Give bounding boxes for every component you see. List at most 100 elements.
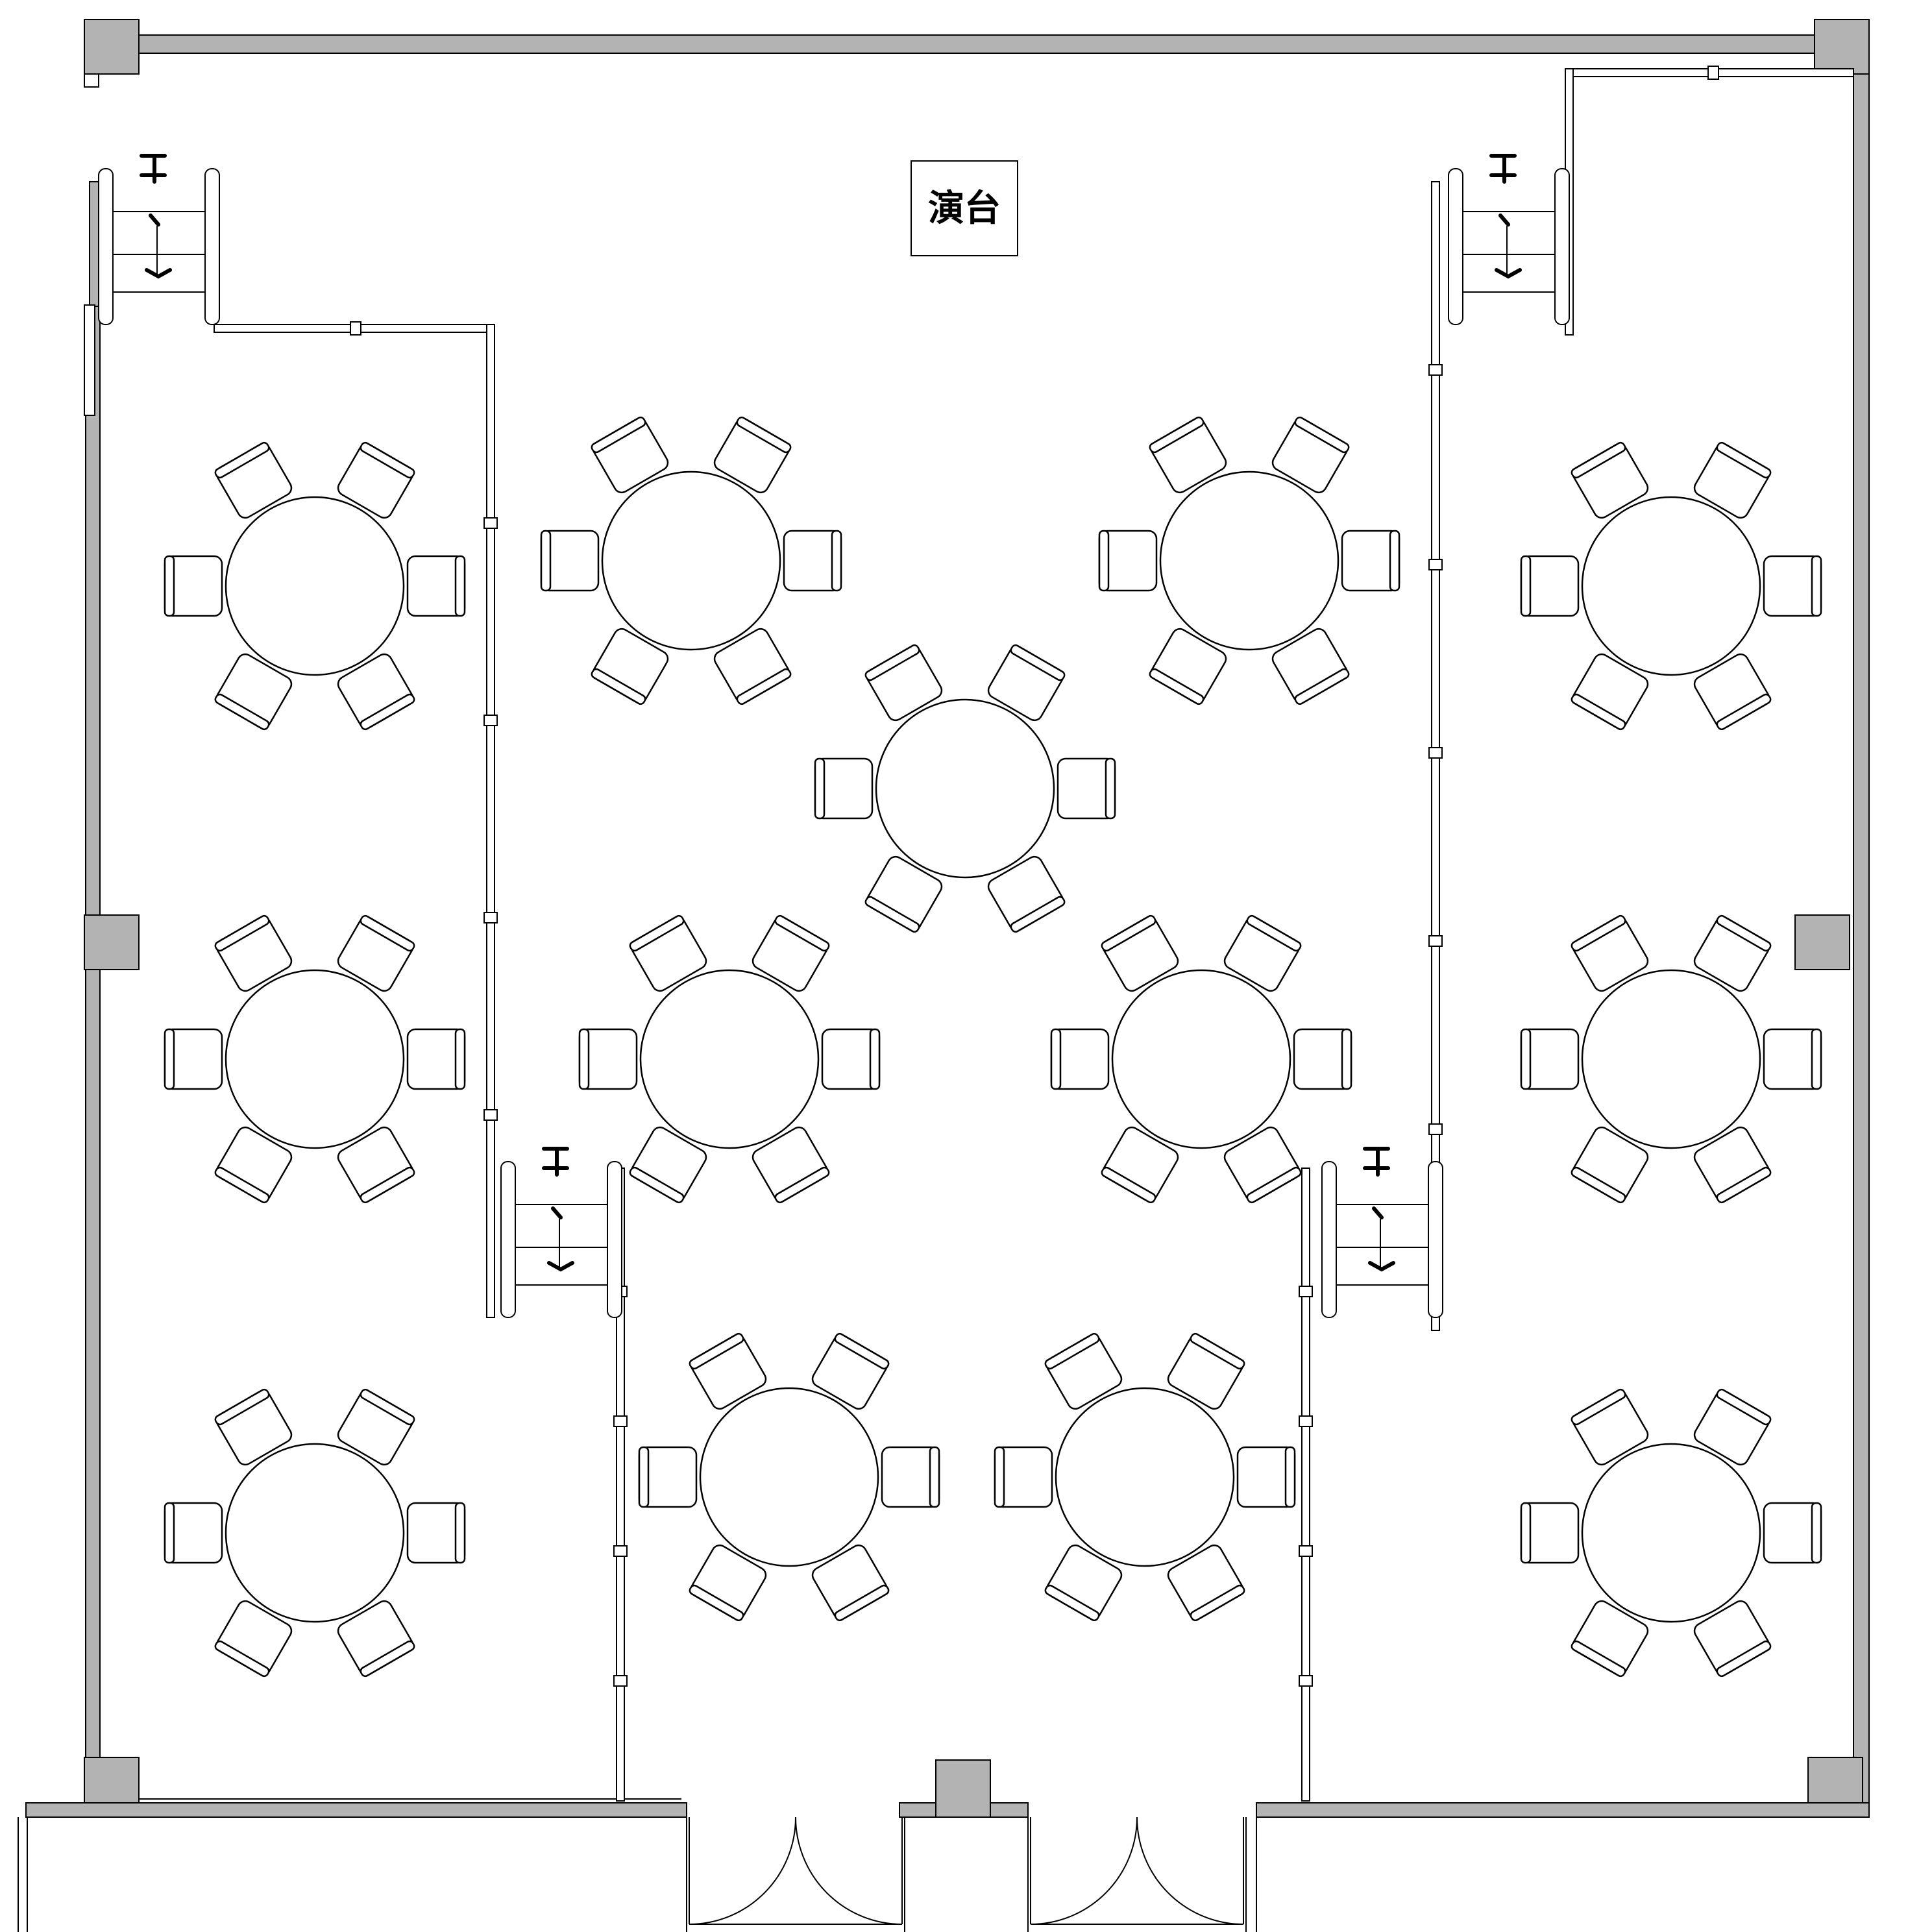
left-wall	[85, 304, 101, 1805]
table-group	[540, 416, 842, 705]
podium: 演台	[911, 160, 1018, 256]
chair-back	[1010, 896, 1066, 933]
chair-back	[540, 530, 552, 592]
table-group	[164, 441, 466, 731]
bottom-wall-left	[25, 1802, 687, 1818]
partition-left-vertical	[486, 324, 495, 1318]
chair-icon	[987, 644, 1066, 722]
chair-icon	[811, 1332, 890, 1410]
chair-back	[1716, 1640, 1772, 1678]
round-table-icon	[1581, 969, 1761, 1149]
screen-frame	[1333, 1204, 1432, 1248]
chair-icon	[713, 628, 792, 705]
chair-back	[214, 693, 270, 731]
double-door-icon[interactable]	[689, 1816, 903, 1925]
chair-back	[1520, 1028, 1532, 1090]
chair-back	[774, 1166, 830, 1204]
chair-icon	[1167, 1544, 1245, 1622]
chair-icon	[1693, 914, 1772, 992]
screen-housing-left	[500, 1161, 516, 1318]
projector-screens	[98, 154, 1570, 1318]
pillar-top-left-tab	[84, 73, 99, 88]
chair-icon	[1098, 530, 1158, 592]
table-group	[994, 1332, 1296, 1622]
chair-back	[638, 1446, 650, 1508]
chair-icon	[337, 1126, 415, 1204]
chair-icon	[1693, 441, 1772, 519]
chair-back	[360, 1166, 415, 1204]
chair-back	[774, 914, 830, 952]
chair-icon	[214, 1600, 293, 1678]
partition-connector	[1299, 1415, 1313, 1427]
door-swing-left	[689, 1816, 796, 1925]
chair-back	[1716, 693, 1772, 731]
chair-icon	[629, 1126, 707, 1204]
table-group	[638, 1332, 940, 1622]
chair-icon	[164, 1502, 223, 1564]
chair-back	[1716, 441, 1772, 479]
table-group	[1520, 914, 1822, 1204]
chair-back	[834, 1332, 890, 1370]
round-table-icon	[1055, 1387, 1235, 1567]
chair-icon	[406, 1028, 466, 1090]
chair-back	[360, 914, 415, 952]
chair-icon	[540, 530, 600, 592]
chair-back	[591, 668, 646, 705]
chair-back	[214, 441, 270, 479]
screen-housing-right	[607, 1161, 622, 1318]
chair-back	[214, 1388, 270, 1426]
chair-icon	[752, 914, 830, 992]
chair-icon	[406, 1502, 466, 1564]
chair-icon	[578, 1028, 638, 1090]
double-door-icon[interactable]	[1030, 1816, 1244, 1925]
chair-back	[1010, 644, 1066, 681]
chair-back	[1811, 1502, 1822, 1564]
chair-back	[1716, 1388, 1772, 1426]
chair-icon	[1341, 530, 1400, 592]
chair-icon	[1571, 441, 1649, 519]
chair-icon	[1693, 1388, 1772, 1466]
partition-connector	[1428, 559, 1443, 570]
chair-back	[1520, 1502, 1532, 1564]
chair-back	[1105, 757, 1116, 820]
chair-back	[1811, 555, 1822, 617]
chair-icon	[214, 1388, 293, 1466]
chair-back	[360, 1640, 415, 1678]
chair-icon	[1693, 653, 1772, 731]
chair-back	[814, 757, 825, 820]
partition-connector	[1299, 1545, 1313, 1557]
chair-icon	[1223, 1126, 1302, 1204]
chair-back	[1571, 1388, 1626, 1426]
partition-connector	[483, 715, 498, 726]
screen-housing-left	[1321, 1161, 1337, 1318]
chair-icon	[1571, 1126, 1649, 1204]
chair-icon	[629, 914, 707, 992]
chair-icon	[406, 555, 466, 617]
table-group	[164, 914, 466, 1204]
partition-connector	[1428, 747, 1443, 759]
chair-icon	[1693, 1600, 1772, 1678]
chair-back	[929, 1446, 940, 1508]
chair-icon	[689, 1544, 767, 1622]
chair-back	[454, 555, 466, 617]
partition-center-right-vertical	[1301, 1168, 1310, 1802]
chair-icon	[1693, 1126, 1772, 1204]
chair-back	[1101, 914, 1156, 952]
round-table-icon	[601, 471, 781, 651]
seating-area	[164, 416, 1822, 1678]
chair-icon	[1763, 1028, 1822, 1090]
right-wall	[1853, 71, 1870, 1805]
partition-connector	[613, 1545, 628, 1557]
chair-back	[1716, 1166, 1772, 1204]
chair-icon	[164, 555, 223, 617]
chair-icon	[164, 1028, 223, 1090]
chair-back	[1571, 441, 1626, 479]
chair-back	[629, 1166, 685, 1204]
chair-icon	[591, 628, 669, 705]
chair-icon	[337, 653, 415, 731]
chair-icon	[1271, 628, 1350, 705]
round-table-icon	[1159, 471, 1339, 651]
chair-back	[1044, 1584, 1100, 1622]
chair-back	[214, 1640, 270, 1678]
